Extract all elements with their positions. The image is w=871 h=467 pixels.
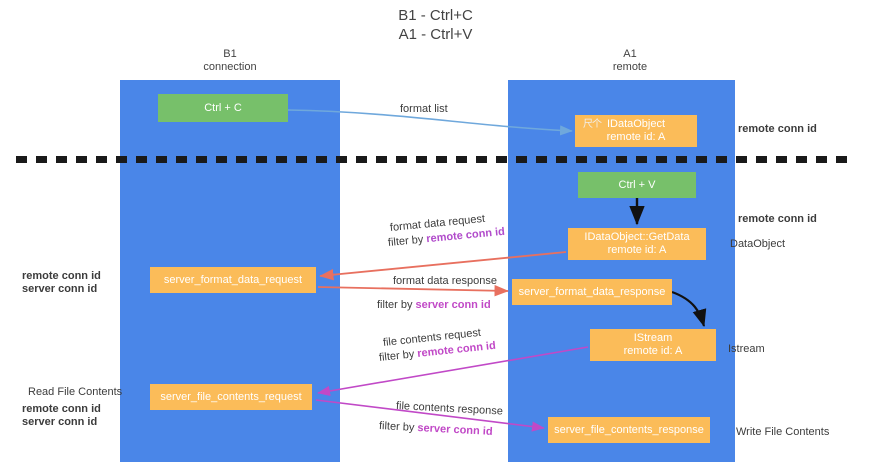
- label-format-data-response: format data response: [393, 275, 497, 287]
- node-idataobject[interactable]: 尺个 IDataObject remote id: A: [575, 115, 697, 147]
- lane-header-b1: B1 connection: [150, 48, 310, 74]
- label-file-contents-response-filter-key: server conn id: [417, 422, 493, 438]
- lane-header-a1: A1 remote: [550, 48, 710, 74]
- annotation-left-remote-conn-id-mid: remote conn id: [22, 270, 101, 282]
- node-ctrl-c-label: Ctrl + C: [204, 101, 242, 114]
- annotation-dataobject: DataObject: [730, 238, 786, 250]
- node-idataobject-getdata[interactable]: IDataObject::GetData remote id: A: [568, 228, 706, 260]
- annotation-read-file-contents: Read File Contents: [28, 386, 123, 398]
- label-format-data-response-filter: filter by server conn id: [377, 298, 491, 312]
- node-server-file-contents-request[interactable]: server_file_contents_request: [150, 384, 312, 410]
- node-idataobject-line-1: 尺个 IDataObject: [583, 118, 666, 131]
- node-istream-line-2: remote id: A: [623, 345, 683, 357]
- lane-header-b1-name: B1: [223, 48, 237, 60]
- label-format-data-response-filter-key: server conn id: [415, 299, 491, 311]
- diagram-title-line-1: B1 - Ctrl+C: [398, 7, 473, 24]
- node-server-file-contents-request-label: server_file_contents_request: [160, 390, 302, 403]
- annotation-remote-conn-id-top: remote conn id: [738, 123, 817, 135]
- label-file-contents-request-filter-pre: filter by: [378, 348, 418, 364]
- node-istream[interactable]: IStream remote id: A: [590, 329, 716, 361]
- label-file-contents-response: file contents response: [395, 400, 504, 418]
- annotation-left-server-conn-id-bottom: server conn id: [22, 416, 98, 428]
- node-getdata-line-1: IDataObject::GetData: [584, 231, 690, 243]
- annotation-remote-conn-id-mid: remote conn id: [738, 213, 817, 225]
- diagram-title: B1 - Ctrl+C A1 - Ctrl+V: [0, 6, 871, 44]
- node-idataobject-title: IDataObject: [606, 118, 666, 130]
- node-server-format-data-request[interactable]: server_format_data_request: [150, 267, 316, 293]
- label-file-contents-response-filter: filter by server conn id: [379, 419, 493, 439]
- node-server-format-data-request-label: server_format_data_request: [163, 273, 303, 286]
- node-server-file-contents-response-label: server_file_contents_response: [554, 423, 704, 436]
- node-idataobject-line-2: remote id: A: [606, 131, 666, 143]
- node-server-format-data-response-label: server_format_data_response: [518, 285, 666, 298]
- annotation-left-server-conn-id-mid: server conn id: [22, 283, 98, 295]
- node-ctrl-c[interactable]: Ctrl + C: [158, 94, 288, 122]
- label-file-contents-response-filter-pre: filter by: [378, 420, 418, 435]
- node-ctrl-v-label: Ctrl + V: [618, 178, 656, 191]
- lane-header-a1-sub: remote: [612, 61, 648, 73]
- label-format-data-response-filter-pre: filter by: [377, 299, 416, 311]
- diagram-title-line-2: A1 - Ctrl+V: [398, 26, 473, 43]
- render-artifact-glyph: 尺个: [582, 119, 602, 130]
- annotation-istream: Istream: [728, 343, 765, 355]
- node-server-file-contents-response[interactable]: server_file_contents_response: [548, 417, 710, 443]
- annotation-left-remote-conn-id-bottom: remote conn id: [22, 403, 101, 415]
- label-format-data-request-filter-pre: filter by: [387, 233, 427, 249]
- node-server-format-data-response[interactable]: server_format_data_response: [512, 279, 672, 305]
- annotation-write-file-contents: Write File Contents: [736, 426, 830, 438]
- node-getdata-line-2: remote id: A: [607, 244, 667, 256]
- lane-header-a1-name: A1: [623, 48, 637, 60]
- node-istream-line-1: IStream: [633, 332, 673, 344]
- lane-header-b1-sub: connection: [203, 61, 257, 73]
- label-format-list: format list: [400, 103, 448, 115]
- node-ctrl-v[interactable]: Ctrl + V: [578, 172, 696, 198]
